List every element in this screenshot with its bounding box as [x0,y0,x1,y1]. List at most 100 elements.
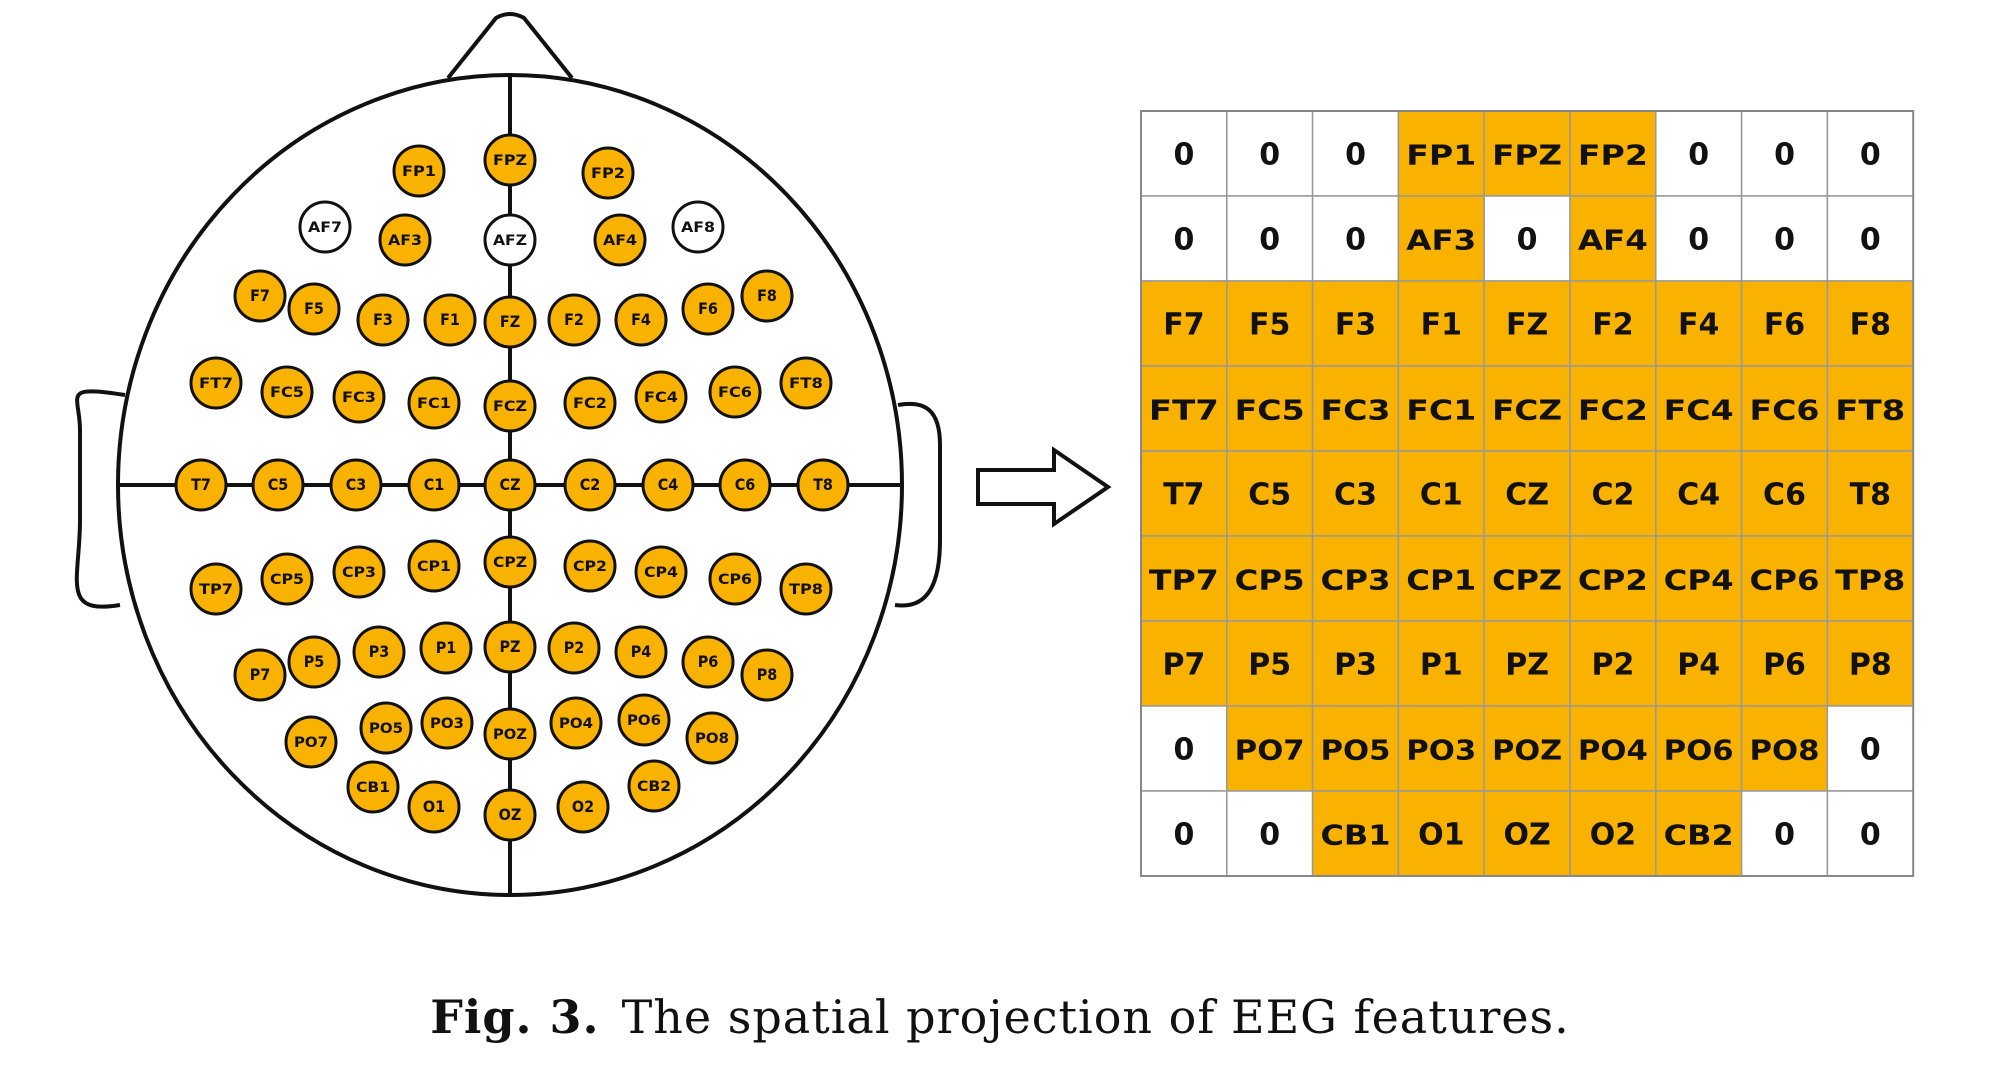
electrode-c5: C5 [251,458,305,512]
electrode-marker [634,370,688,424]
electrode-marker [483,213,537,267]
grid-cell-bg [1655,365,1743,452]
electrode-marker [483,379,537,433]
grid-cell: 0 [1140,110,1228,197]
electrode-marker [233,648,287,702]
caption-text: The spatial projection of EEG features. [621,990,1570,1044]
grid-cell: CB1 [1311,790,1400,877]
electrode-pz: PZ [483,620,537,674]
grid-cell-bg [1140,790,1228,877]
grid-cell-bg [1655,280,1743,367]
grid-cell-label: C1 [1420,478,1463,513]
electrode-label: FP2 [591,166,625,182]
electrode-marker [483,133,537,187]
grid-cell: FP2 [1569,110,1657,197]
electrode-fpz: FPZ [483,133,537,187]
electrode-marker [287,282,341,336]
grid-cell-bg [1655,790,1743,877]
electrode-marker [740,269,794,323]
electrode-marker [378,213,432,267]
grid-cell-label: FP2 [1578,139,1648,172]
electrode-af7: AF7 [298,200,352,254]
electrode-marker [547,621,601,675]
grid-cell-bg [1311,450,1400,537]
electrode-marker [779,562,833,616]
electrode-label: AF7 [308,220,342,236]
grid-cell-bg [1226,365,1314,452]
electrode-f6: F6 [681,282,735,336]
electrode-label: FC4 [644,390,678,406]
grid-cell-bg [1483,280,1571,367]
grid-cell-bg [1483,620,1571,707]
grid-cell: C3 [1311,450,1400,537]
electrode-label: O2 [572,797,594,816]
electrode-c2: C2 [563,458,617,512]
electrode-marker [627,759,681,813]
grid-cell-label: 0 [1173,733,1194,768]
grid-cell-label: PO6 [1664,734,1734,767]
grid-cell: CP3 [1311,535,1400,622]
grid-cell: 0 [1655,110,1743,197]
electrode-fc3: FC3 [332,370,386,424]
electrode-marker [189,356,243,410]
grid-cell: FCZ [1483,365,1571,452]
grid-cell-label: CP3 [1321,564,1391,597]
grid-cell-label: FC3 [1321,394,1391,427]
grid-cell: F3 [1311,280,1400,367]
electrode-label: CP5 [270,572,304,588]
electrode-fp2: FP2 [581,146,635,200]
electrode-cp5: CP5 [260,552,314,606]
electrode-label: C3 [346,475,367,494]
electrode-f8: F8 [740,269,794,323]
electrode-label: CP2 [573,559,607,575]
grid-cell-bg [1397,110,1485,197]
grid-cell: PO7 [1226,705,1314,792]
electrode-marker [483,458,537,512]
grid-cell: O2 [1569,790,1657,877]
grid-cell-label: F5 [1249,308,1290,343]
grid-cell-label: AF3 [1406,224,1476,257]
electrode-label: T8 [813,475,833,494]
grid-cell-label: FT8 [1835,394,1905,427]
grid-cell: 0 [1740,110,1829,197]
grid-cell: FC2 [1569,365,1657,452]
electrode-marker [634,545,688,599]
electrode-label: TP7 [199,582,233,598]
electrode-marker [346,760,400,814]
electrode-cp1: CP1 [407,539,461,593]
grid-cell-label: 0 [1259,138,1280,173]
electrode-label: CP1 [417,559,451,575]
grid-cell-label: CZ [1505,478,1549,513]
grid-cell-bg [1569,110,1657,197]
electrode-c1: C1 [407,458,461,512]
electrode-label: F3 [373,310,393,329]
electrode-cb2: CB2 [627,759,681,813]
grid-cell-label: CP5 [1235,564,1305,597]
grid-cell: F5 [1226,280,1314,367]
electrode-marker [547,293,601,347]
grid-cell-label: PO4 [1578,734,1648,767]
electrode-marker [332,370,386,424]
electrode-label: CP4 [644,565,678,581]
grid-cell: CP2 [1569,535,1657,622]
electrode-label: AF8 [681,220,715,236]
electrode-marker [581,146,635,200]
electrode-f7: F7 [233,269,287,323]
electrode-label: PO6 [627,713,661,729]
electrode-c6: C6 [718,458,772,512]
grid-cell: F2 [1569,280,1657,367]
electrode-label: FC6 [718,385,752,401]
grid-cell-label: F1 [1421,308,1462,343]
electrode-label: OZ [499,805,522,824]
grid-cell-label: O2 [1590,818,1636,853]
right-ear-shape [894,401,942,608]
grid-cell: 0 [1655,195,1743,282]
grid-cell-label: AF4 [1578,224,1648,257]
nose-shape [446,12,574,80]
electrode-fc6: FC6 [708,365,762,419]
grid-cell-bg [1397,280,1485,367]
electrode-p7: P7 [233,648,287,702]
grid-cell: PO5 [1311,705,1400,792]
grid-cell-label: P7 [1162,648,1205,683]
electrode-label: P6 [698,652,719,671]
